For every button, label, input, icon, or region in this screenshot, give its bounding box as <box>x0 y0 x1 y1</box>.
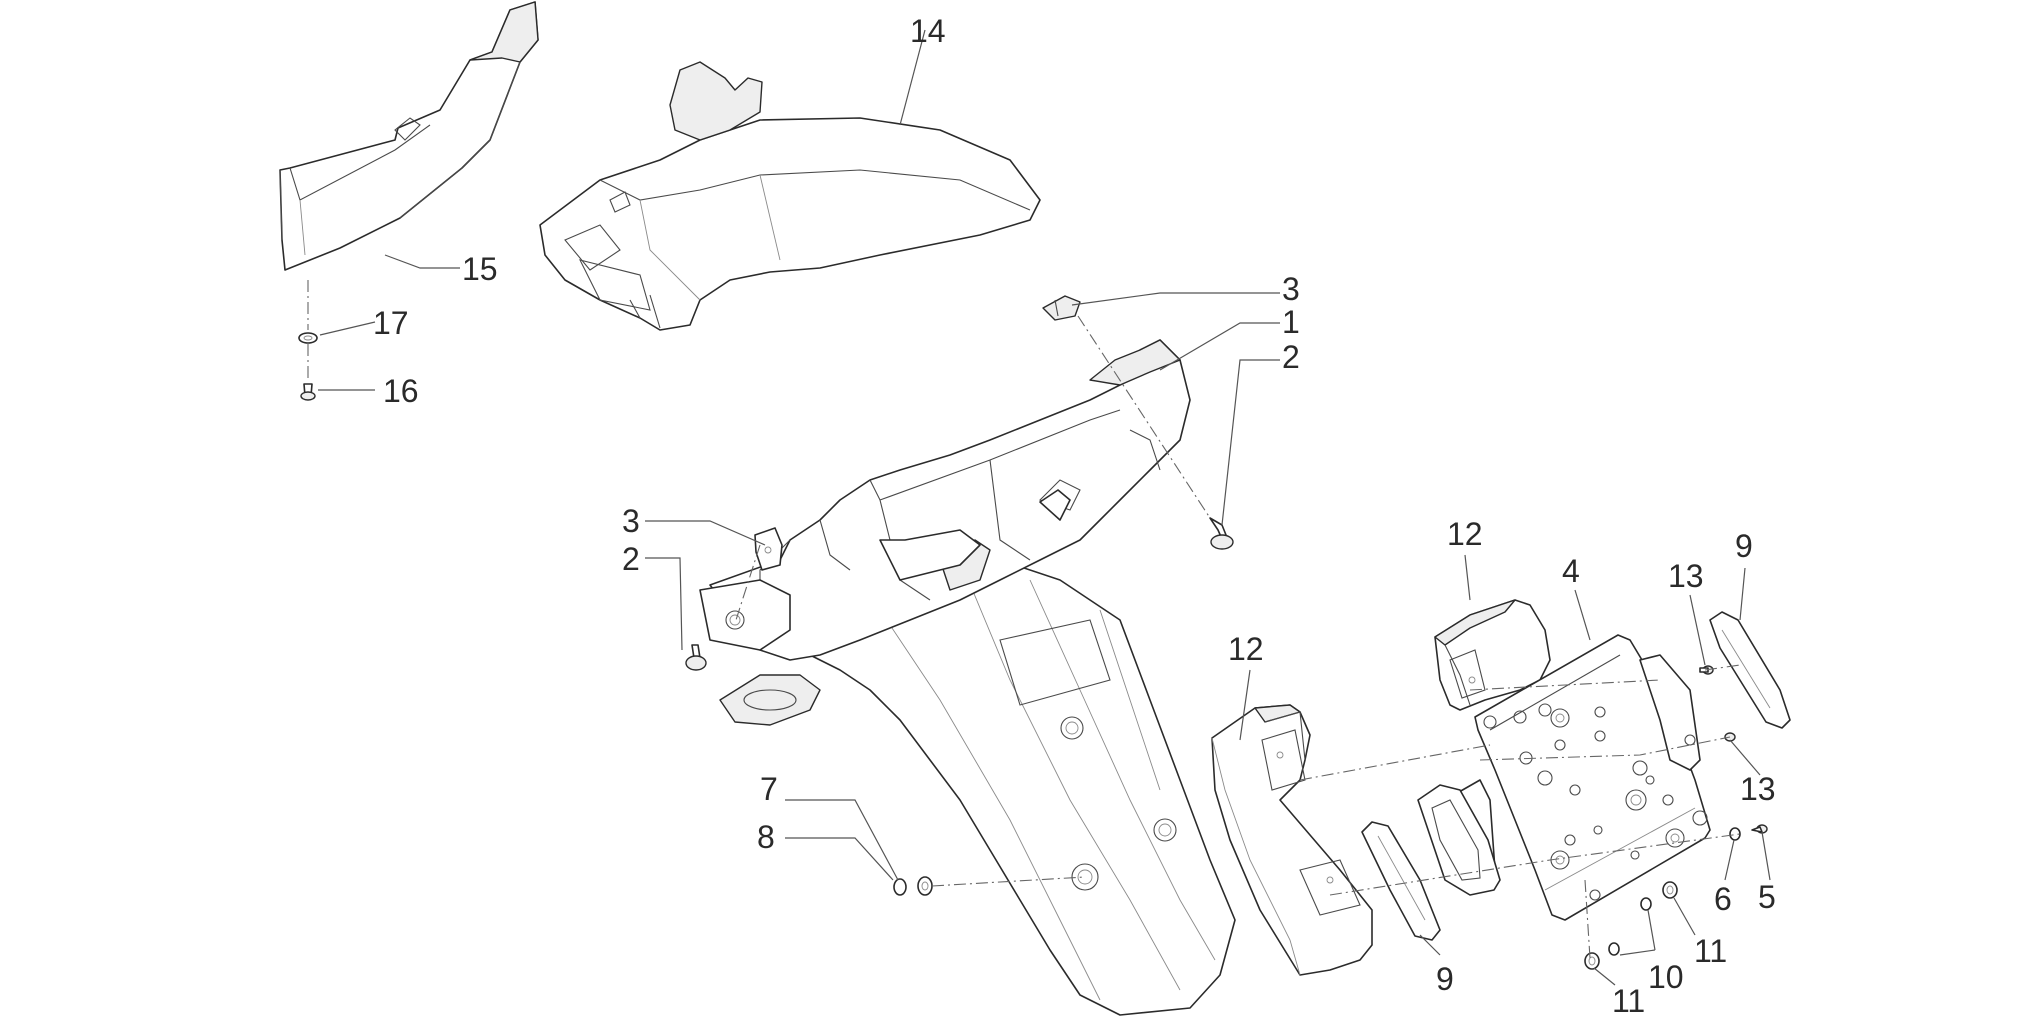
callout-9-upper: 9 <box>1735 528 1753 564</box>
part-10-nut-upper <box>1640 897 1652 911</box>
callout-4: 4 <box>1562 553 1580 589</box>
part-10-nut-lower <box>1608 942 1620 956</box>
callout-15: 15 <box>462 251 498 287</box>
part-9-pad-lower <box>1361 821 1441 941</box>
part-3-clip-lower <box>754 527 783 571</box>
callout-11-upper: 11 <box>1694 933 1727 969</box>
part-14-hugger <box>539 61 1041 331</box>
part-4-plate-holder <box>1444 634 1711 921</box>
callout-2-upper: 2 <box>1282 339 1300 375</box>
callout-1: 1 <box>1282 304 1300 340</box>
part-12-light-upper <box>1434 599 1551 711</box>
callout-3-upper: 3 <box>1282 271 1300 307</box>
callout-5: 5 <box>1758 879 1776 915</box>
callout-13-upper: 13 <box>1668 558 1704 594</box>
callout-12-upper: 12 <box>1447 516 1483 552</box>
callout-8: 8 <box>757 819 775 855</box>
callout-13-lower: 13 <box>1740 771 1776 807</box>
callout-10: 10 <box>1648 959 1684 995</box>
callout-12-lower: 12 <box>1228 631 1264 667</box>
part-3-clip-upper <box>1042 295 1081 321</box>
part-8-nut <box>893 878 907 896</box>
part-11-washer-upper <box>1662 881 1678 899</box>
part-6-washer <box>1729 827 1741 841</box>
part-17-washer <box>298 332 318 344</box>
part-12-light-lower <box>1211 704 1373 976</box>
callout-2-lower: 2 <box>622 541 640 577</box>
callout-3-lower: 3 <box>622 503 640 539</box>
part-1-rear-frame <box>699 339 1236 1016</box>
part-11-washer-lower <box>1584 952 1600 970</box>
part-7-washer <box>917 876 933 896</box>
callout-7: 7 <box>760 771 778 807</box>
part-15-inner-guard <box>279 1 539 271</box>
assembly-axes <box>307 280 1741 959</box>
callout-14: 14 <box>910 13 946 49</box>
part-16-screw <box>300 383 316 401</box>
part-5-screw <box>1751 824 1768 834</box>
leader-lines <box>318 29 1771 986</box>
callout-17: 17 <box>373 305 409 341</box>
part-2-screw-left <box>685 644 707 671</box>
callout-labels: 14 15 17 16 3 1 2 3 2 12 4 13 9 12 13 7 … <box>373 13 1776 1016</box>
callout-9-lower: 9 <box>1436 961 1454 997</box>
part-9-pad-upper <box>1709 611 1791 729</box>
callout-11-lower: 11 <box>1612 983 1645 1016</box>
part-9-spacer-ring <box>1417 784 1501 896</box>
callout-6: 6 <box>1714 881 1732 917</box>
callout-16: 16 <box>383 373 419 409</box>
part-2-screw-right <box>1209 517 1234 550</box>
part-13-screw-upper <box>1699 665 1714 675</box>
